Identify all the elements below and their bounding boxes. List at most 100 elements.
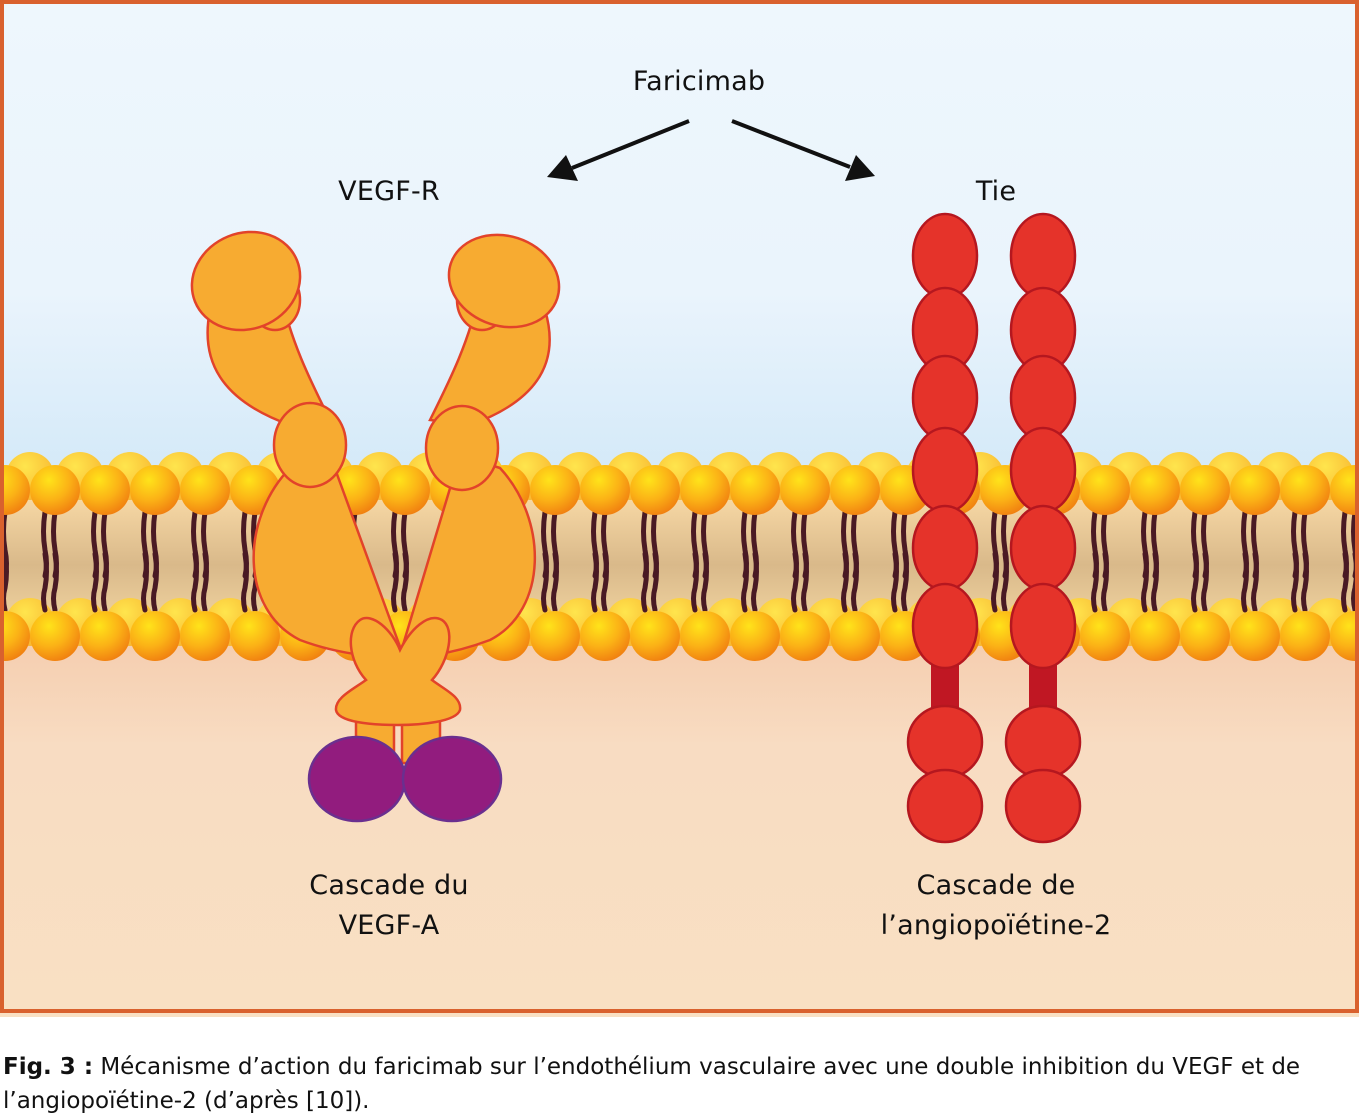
lipid-tail: [651, 551, 659, 613]
lipid-tail: [41, 551, 49, 613]
kinase-right: [401, 735, 503, 823]
vegfr-joint-right: [424, 404, 500, 492]
lipid-head: [1130, 465, 1180, 515]
lipid-tail: [91, 551, 99, 613]
tie-kinase-domain: [906, 704, 984, 780]
lipid-tail: [1141, 551, 1149, 613]
lipid-head: [180, 611, 230, 661]
mechanism-figure: Faricimab VEGF-R Tie Cascade du VEGF-A C…: [0, 0, 1359, 1017]
lipid-tail: [1241, 551, 1249, 613]
lipid-head: [230, 611, 280, 661]
lipid-head: [30, 611, 80, 661]
lipid-tail: [1341, 551, 1349, 613]
caption-text: Mécanisme d’action du faricimab sur l’en…: [3, 1054, 1301, 1114]
vegfr-joint-left: [272, 401, 348, 489]
lipid-tail: [51, 551, 59, 613]
lipid-tail: [841, 551, 849, 613]
lipid-tail: [601, 551, 609, 613]
lipid-tail: [991, 551, 999, 613]
tie-kinase-domain: [906, 768, 984, 844]
faricimab-label: Faricimab: [632, 66, 766, 97]
tie-ig-domain: [1009, 212, 1077, 300]
lipid-tail: [891, 551, 899, 613]
lipid-head: [730, 611, 780, 661]
lipid-head: [780, 611, 830, 661]
lipid-head: [680, 611, 730, 661]
lipid-head: [530, 465, 580, 515]
vegfr-label: VEGF-R: [338, 176, 440, 207]
lipid-tail: [201, 551, 209, 613]
vegfa-cascade-line2: VEGF-A: [338, 910, 440, 941]
lipid-head: [630, 465, 680, 515]
lipid-tail: [1191, 551, 1199, 613]
arrow-to-tie: [731, 119, 875, 181]
ang2-cascade-line2: l’angiopoïétine-2: [880, 910, 1112, 941]
tie-label: Tie: [975, 176, 1017, 207]
tie-kinase-domain: [1004, 768, 1082, 844]
lipid-head: [80, 611, 130, 661]
lipid-tail: [1091, 551, 1099, 613]
lipid-head: [1080, 611, 1130, 661]
lipid-tail: [1251, 551, 1259, 613]
lipid-head: [580, 611, 630, 661]
lipid-head: [180, 465, 230, 515]
lipid-tail: [541, 551, 549, 613]
arrow-to-vegfr: [547, 119, 690, 181]
lipid-head: [130, 465, 180, 515]
lipid-head: [1080, 465, 1130, 515]
lipid-head: [0, 611, 30, 661]
ang2-cascade-line1: Cascade de: [916, 870, 1076, 901]
lipid-head: [130, 611, 180, 661]
lipid-head: [1280, 465, 1330, 515]
lipid-head: [1330, 465, 1359, 515]
lipid-tail: [1201, 551, 1209, 613]
lipid-tail: [1301, 551, 1309, 613]
lipid-tail: [701, 551, 709, 613]
lipid-head: [1230, 611, 1280, 661]
lipid-tail: [791, 551, 799, 613]
lipid-head: [0, 465, 30, 515]
kinase-left: [307, 735, 407, 823]
lipid-head: [1230, 465, 1280, 515]
lipid-head: [830, 611, 880, 661]
vegfr-head-right: [447, 233, 561, 329]
lipid-tail: [191, 551, 199, 613]
lipid-tail: [691, 551, 699, 613]
vegfa-cascade-line1: Cascade du: [309, 870, 469, 901]
lipid-tail: [641, 551, 649, 613]
tie-ig-domain: [911, 212, 979, 300]
lipid-head: [680, 465, 730, 515]
lipid-head: [30, 465, 80, 515]
lipid-tail: [141, 551, 149, 613]
lipid-tail: [901, 551, 909, 613]
lipid-tail: [591, 551, 599, 613]
tie-ig-domain: [1009, 582, 1077, 670]
lipid-head: [580, 465, 630, 515]
lipid-head: [630, 611, 680, 661]
lipid-tail: [151, 551, 159, 613]
lipid-head: [1280, 611, 1330, 661]
figure-frame: [0, 0, 1359, 1013]
lipid-tail: [851, 551, 859, 613]
figure-caption: Fig. 3 : Mécanisme d’action du faricimab…: [3, 1050, 1358, 1118]
lipid-head: [1180, 611, 1230, 661]
tie-ig-domain: [911, 426, 979, 514]
lipid-head: [1130, 611, 1180, 661]
lipid-tail: [1291, 551, 1299, 613]
lipid-tail: [551, 551, 559, 613]
lipid-tail: [401, 551, 409, 613]
tie-ig-domain: [911, 582, 979, 670]
lipid-head: [1180, 465, 1230, 515]
lipid-head: [730, 465, 780, 515]
vegfr-head-left: [190, 230, 302, 332]
tie-receptor: [906, 212, 1082, 844]
lipid-head: [1330, 611, 1359, 661]
lipid-tail: [1101, 551, 1109, 613]
lipid-head: [530, 611, 580, 661]
intracellular-space: [0, 600, 1359, 1017]
tie-ig-domain: [911, 504, 979, 592]
lipid-head: [380, 465, 430, 515]
lipid-tail: [741, 551, 749, 613]
tie-ig-domain: [1009, 504, 1077, 592]
lipid-tail: [1151, 551, 1159, 613]
